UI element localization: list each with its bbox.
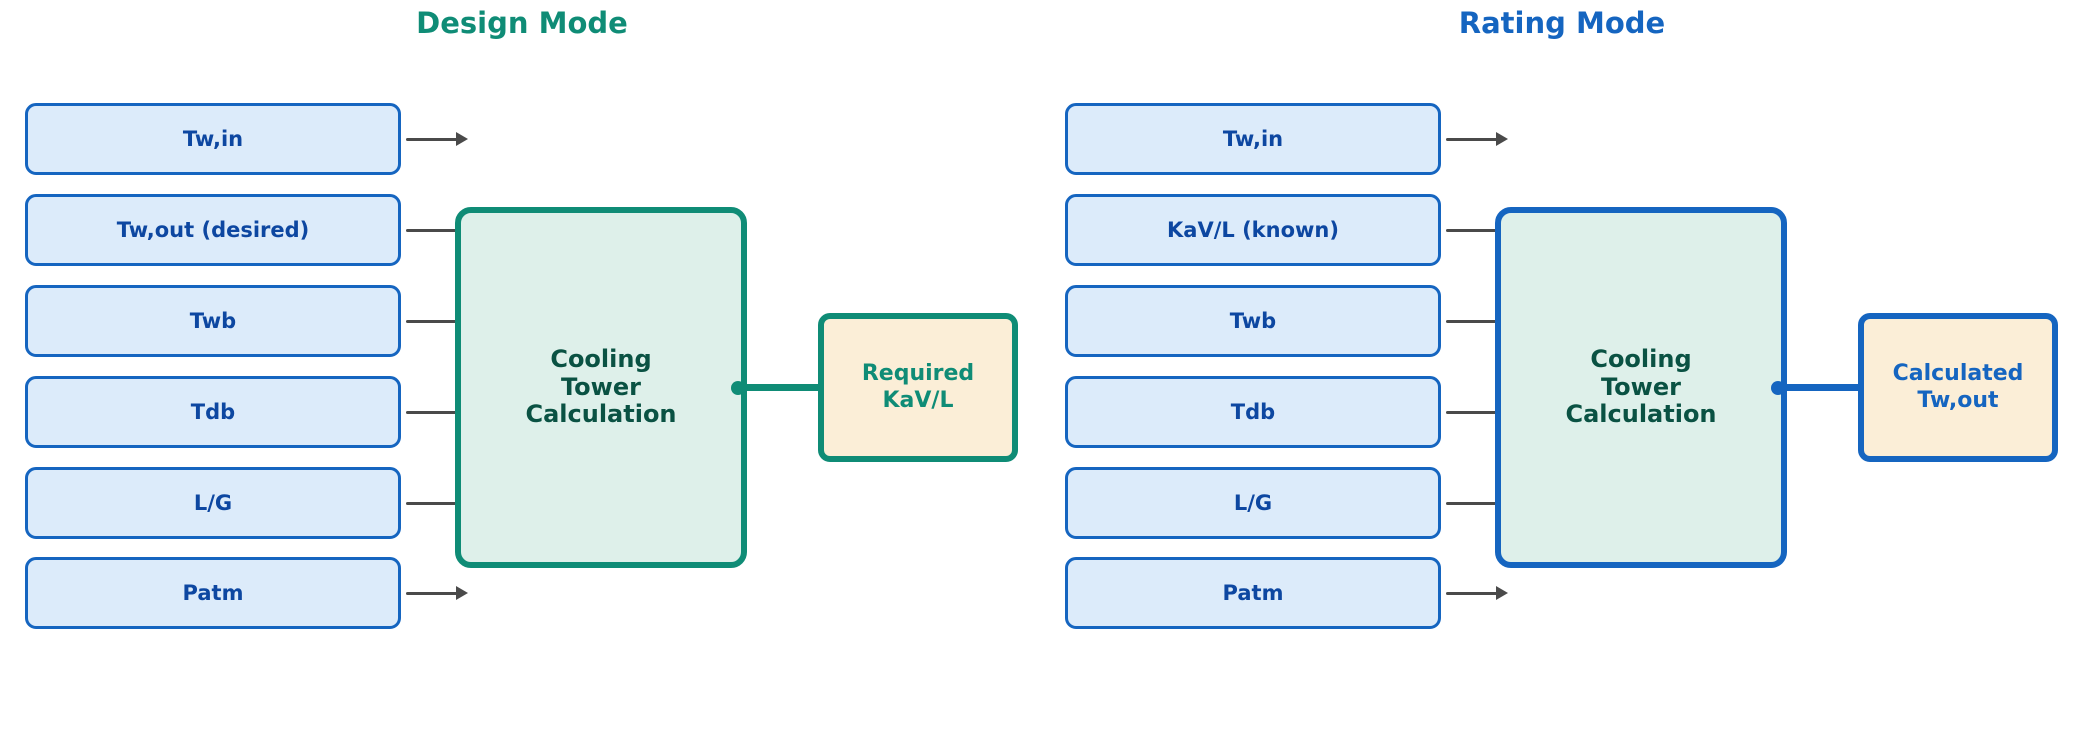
input-box-label: Twb	[189, 309, 237, 333]
input-box-tdb: Tdb	[1065, 376, 1441, 448]
rating-mode-panel: Rating Mode Tw,in KaV/L (known) Twb Tdb …	[1040, 0, 2085, 734]
arrow-head	[456, 132, 468, 146]
input-box-label: Tw,in	[182, 127, 244, 151]
design-mode-panel: Design Mode Tw,in Tw,out (desired) Twb T…	[25, 6, 1018, 629]
output-box-calculated-twout: Calculated Tw,out	[1858, 313, 2058, 462]
arrow-shaft	[1446, 410, 1498, 414]
input-box-tw-out-desired: Tw,out (desired)	[25, 194, 401, 266]
rating-mode-title: Rating Mode	[1458, 6, 1666, 40]
output-box-label: Calculated Tw,out	[1892, 360, 2024, 413]
arrow-shaft	[406, 591, 458, 595]
arrow-shaft	[1446, 501, 1498, 505]
output-box-required-kavl: Required KaV/L	[818, 313, 1018, 462]
output-box-label: Required KaV/L	[861, 360, 975, 413]
arrow-shaft	[1446, 228, 1498, 232]
arrow-shaft	[406, 319, 458, 323]
input-box-kavl-known: KaV/L (known)	[1065, 194, 1441, 266]
input-box-patm: Patm	[25, 557, 401, 629]
process-box-cooling-tower-calculation: Cooling Tower Calculation	[1495, 207, 1787, 568]
arrow-shaft	[406, 228, 458, 232]
input-box-patm: Patm	[1065, 557, 1441, 629]
input-box-tw-in: Tw,in	[25, 103, 401, 175]
input-box-label: Tdb	[190, 400, 236, 424]
arrow-shaft	[406, 137, 458, 141]
arrow-shaft	[406, 501, 458, 505]
input-box-label: Tw,out (desired)	[116, 218, 310, 242]
arrow-shaft	[406, 410, 458, 414]
input-box-label: Patm	[1222, 581, 1284, 605]
input-box-label: KaV/L (known)	[1167, 218, 1339, 242]
arrow-shaft	[1446, 319, 1498, 323]
input-arrow-icon	[1446, 585, 1508, 601]
input-arrow-icon	[1446, 131, 1508, 147]
input-box-lg: L/G	[1065, 467, 1441, 539]
input-box-label: L/G	[193, 491, 233, 515]
input-box-label: Tdb	[1230, 400, 1276, 424]
arrow-shaft	[1446, 137, 1498, 141]
process-box-label: Cooling Tower Calculation	[1565, 345, 1717, 429]
input-box-tw-in: Tw,in	[1065, 103, 1441, 175]
input-box-label: Patm	[182, 581, 244, 605]
arrow-head	[1496, 132, 1508, 146]
input-arrow-icon	[406, 131, 468, 147]
input-box-label: Tw,in	[1222, 127, 1284, 151]
input-box-label: Twb	[1229, 309, 1277, 333]
arrow-head	[456, 586, 468, 600]
input-box-label: L/G	[1233, 491, 1273, 515]
input-box-tdb: Tdb	[25, 376, 401, 448]
arrow-shaft	[1446, 591, 1498, 595]
arrow-shaft	[1777, 384, 1891, 391]
arrow-head	[1496, 586, 1508, 600]
process-box-cooling-tower-calculation: Cooling Tower Calculation	[455, 207, 747, 568]
process-box-label: Cooling Tower Calculation	[525, 345, 677, 429]
arrow-shaft	[737, 384, 851, 391]
input-arrow-icon	[406, 585, 468, 601]
input-box-lg: L/G	[25, 467, 401, 539]
input-box-twb: Twb	[25, 285, 401, 357]
design-mode-title: Design Mode	[416, 6, 628, 40]
input-box-twb: Twb	[1065, 285, 1441, 357]
